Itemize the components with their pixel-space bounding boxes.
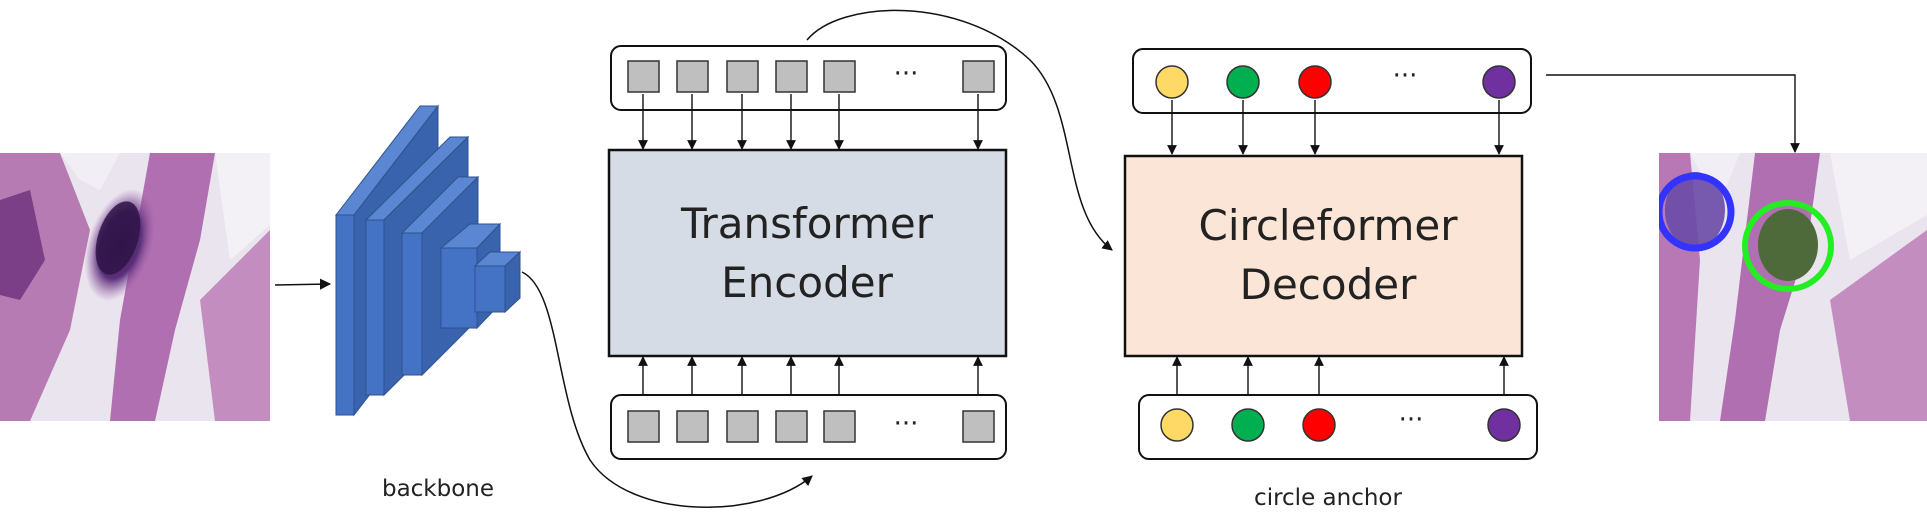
decoder-top-arrows [1167,100,1504,155]
encoder-bottom-token-strip: ··· [610,394,1007,460]
detection-circle-green [1742,200,1834,292]
ellipsis: ··· [894,409,919,439]
anchor-circle-green [1231,408,1265,442]
token [726,60,759,93]
token [823,60,856,93]
token [962,410,995,443]
anchor-circle-yellow [1160,408,1194,442]
anchor-circle-purple [1487,408,1521,442]
token [775,60,808,93]
query-circle-yellow [1155,65,1189,99]
query-circle-red [1298,65,1332,99]
token [676,410,709,443]
backbone-cnn-icon [334,104,522,417]
detection-circle-blue [1659,172,1735,252]
transformer-encoder-box: Transformer Encoder [607,148,1008,358]
encoder-top-token-strip: ··· [610,45,1007,111]
decoder-title-line2: Decoder [1240,260,1417,309]
query-circle-green [1226,65,1260,99]
token [676,60,709,93]
encoder-title-line1: Transformer [680,199,934,248]
backbone-label: backbone [382,476,494,502]
arrow-backbone-to-encoder-tokens [521,271,813,508]
decoder-top-query-strip: ··· [1132,48,1532,114]
decoder-title-line1: Circleformer [1199,201,1459,250]
circle-anchor-label: circle anchor [1254,485,1402,511]
encoder-title-line2: Encoder [721,258,893,307]
token [823,410,856,443]
arrow-image-to-backbone [274,278,332,290]
ellipsis: ··· [1393,61,1418,91]
arrow-encoder-to-decoder [806,9,1113,251]
ellipsis: ··· [1399,405,1424,435]
input-image [0,153,270,421]
token [627,410,660,443]
anchor-circle-red [1302,408,1336,442]
token [627,60,660,93]
arrow-decoder-to-output [1546,74,1800,153]
query-circle-purple [1482,65,1516,99]
circle-anchor-strip: ··· [1138,394,1538,460]
token [775,410,808,443]
token [962,60,995,93]
encoder-top-arrows [638,94,983,150]
circleformer-decoder-box: Circleformer Decoder [1123,154,1524,358]
token [726,410,759,443]
ellipsis: ··· [894,59,919,89]
output-image-with-circles [1659,153,1927,421]
